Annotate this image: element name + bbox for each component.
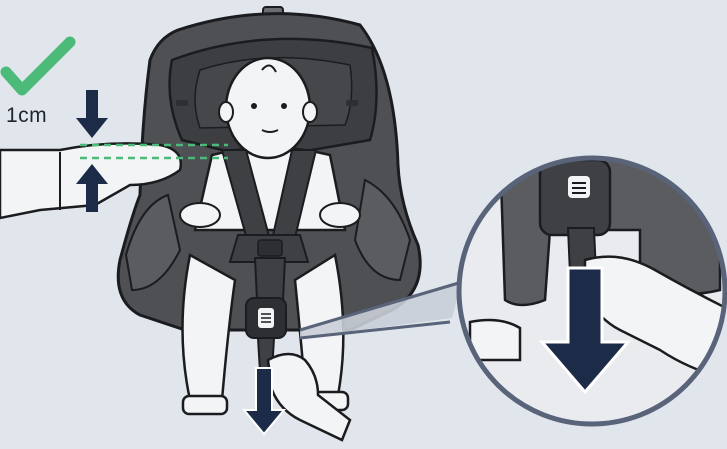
check-icon [6, 42, 70, 90]
child-head [226, 58, 310, 158]
arrow-down-icon [76, 90, 108, 138]
measurement-label: 1cm [6, 104, 47, 128]
